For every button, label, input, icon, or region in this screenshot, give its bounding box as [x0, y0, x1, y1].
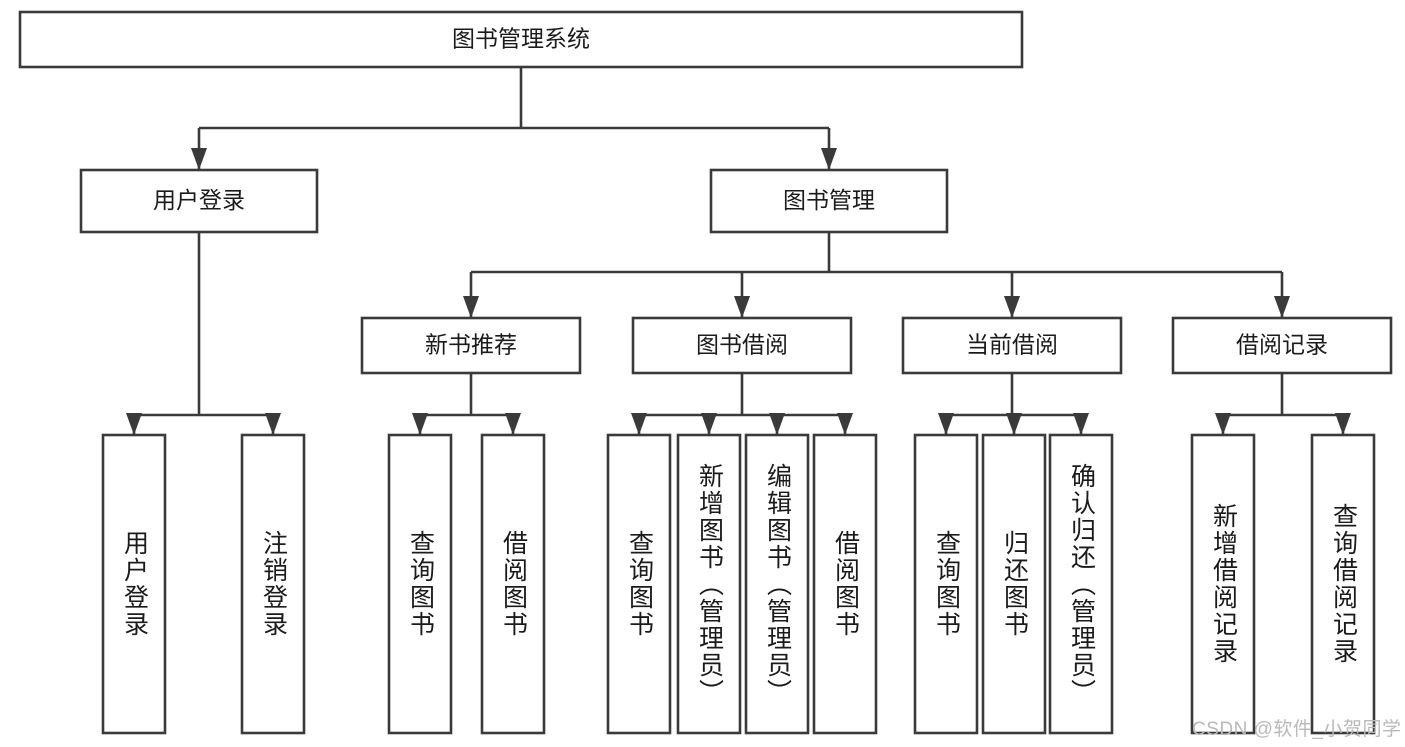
node-box-leaf-query-book-borrow[interactable]	[606, 433, 672, 735]
node-label-new-book-rec: 新书推荐	[425, 332, 517, 358]
arrow-head-icon-leaf-borrow-book	[837, 413, 853, 435]
arrow-head-icon-leaf-borrow-book-rec	[505, 413, 521, 435]
arrow-head-icon-leaf-return-book	[1006, 413, 1022, 435]
connectors-layer	[126, 67, 1351, 435]
node-label-root: 图书管理系统	[452, 26, 590, 52]
node-box-leaf-add-record[interactable]	[1190, 433, 1256, 735]
arrow-head-icon-borrow-record	[1274, 296, 1290, 318]
arrow-head-icon-leaf-add-record	[1215, 413, 1231, 435]
node-box-leaf-confirm-return[interactable]	[1048, 433, 1114, 735]
arrow-head-icon-new-book-rec	[463, 296, 479, 318]
arrow-head-icon-leaf-user-login	[126, 413, 142, 435]
node-label-borrow-record: 借阅记录	[1236, 332, 1328, 358]
node-label-current-borrow: 当前借阅	[966, 332, 1058, 358]
node-box-book-borrow[interactable]	[631, 316, 853, 375]
arrow-head-icon-leaf-add-book	[701, 413, 717, 435]
node-label-book-borrow: 图书借阅	[696, 332, 788, 358]
node-box-leaf-query-book-rec[interactable]	[387, 433, 453, 735]
node-box-leaf-query-book-current[interactable]	[913, 433, 979, 735]
node-label-user-login: 用户登录	[153, 187, 245, 213]
node-label-book-manage: 图书管理	[783, 187, 875, 213]
arrow-head-icon-leaf-query-book-current	[938, 413, 954, 435]
node-box-leaf-add-book[interactable]	[676, 433, 742, 735]
node-box-leaf-edit-book[interactable]	[744, 433, 810, 735]
node-box-leaf-user-login[interactable]	[101, 433, 167, 735]
arrow-head-icon-leaf-query-book-rec	[412, 413, 428, 435]
node-box-new-book-rec[interactable]	[360, 316, 582, 375]
node-box-leaf-return-book[interactable]	[981, 433, 1047, 735]
arrow-head-icon-leaf-confirm-return	[1073, 413, 1089, 435]
arrow-head-icon-book-borrow	[734, 296, 750, 318]
arrow-head-icon-current-borrow	[1004, 296, 1020, 318]
node-box-leaf-user-logout[interactable]	[240, 433, 306, 735]
node-box-leaf-borrow-book-rec[interactable]	[480, 433, 546, 735]
arrow-head-icon-book-manage	[821, 148, 837, 170]
node-box-leaf-query-record[interactable]	[1310, 433, 1376, 735]
node-box-root[interactable]	[18, 10, 1024, 69]
boxes-layer	[18, 10, 1393, 735]
csdn-watermark: CSDN @软件_小贺同学	[1192, 719, 1402, 740]
arrow-head-icon-leaf-edit-book	[769, 413, 785, 435]
node-box-leaf-borrow-book[interactable]	[812, 433, 878, 735]
arrow-head-icon-user-login	[191, 148, 207, 170]
arrow-head-icon-leaf-query-record	[1335, 413, 1351, 435]
node-box-current-borrow[interactable]	[901, 316, 1123, 375]
node-box-user-login[interactable]	[79, 168, 319, 234]
arrow-head-icon-leaf-user-logout	[265, 413, 281, 435]
node-box-borrow-record[interactable]	[1171, 316, 1393, 375]
node-box-book-manage[interactable]	[709, 168, 949, 234]
arrow-head-icon-leaf-query-book-borrow	[631, 413, 647, 435]
